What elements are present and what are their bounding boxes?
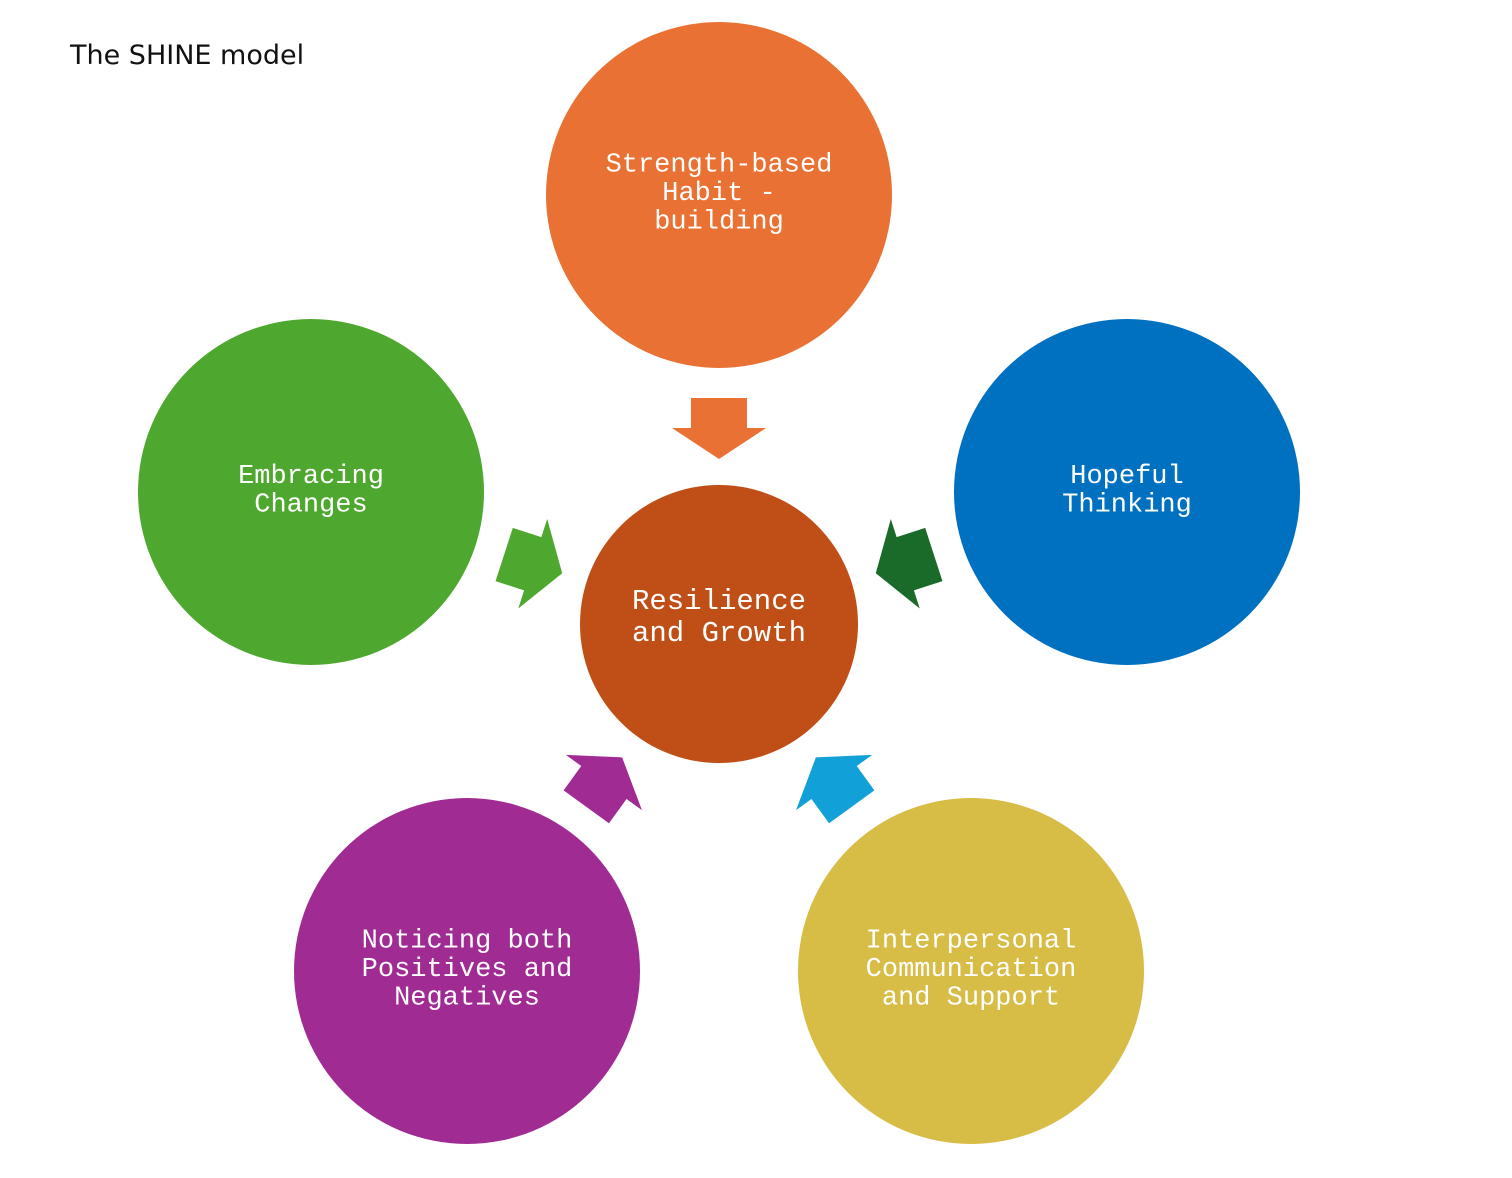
arrow-hopeful: [875, 519, 943, 609]
node-label-embracing-line: Changes: [254, 490, 367, 520]
node-circle-noticing: [294, 798, 640, 1144]
center-circle: [580, 485, 858, 763]
diagram-title: The SHINE model: [70, 40, 305, 71]
node-label-noticing-line: Negatives: [394, 984, 540, 1014]
node-label-interpersonal-line: Communication: [866, 955, 1077, 985]
arrows-layer: [495, 398, 943, 824]
node-label-strength-line: building: [654, 208, 784, 238]
node-label-hopeful-line: Thinking: [1062, 490, 1192, 520]
node-label-strength-line: Strength-based: [606, 151, 833, 181]
node-circle-strength: [546, 22, 892, 368]
node-circle-interpersonal: [798, 798, 1144, 1144]
node-circle-embracing: [138, 319, 484, 665]
center-label-line: and Growth: [632, 617, 806, 650]
node-label-noticing-line: Noticing both: [362, 927, 573, 957]
center-label-line: Resilience: [632, 585, 806, 618]
arrow-noticing: [563, 754, 642, 824]
arrow-embracing: [495, 519, 563, 609]
node-label-interpersonal-line: Interpersonal: [866, 927, 1077, 957]
arrow-strength: [672, 398, 766, 459]
node-label-embracing-line: Embracing: [238, 462, 384, 492]
node-label-hopeful-line: Hopeful: [1070, 462, 1183, 492]
node-label-interpersonal-line: and Support: [882, 984, 1060, 1014]
node-label-noticing-line: Positives and: [362, 955, 573, 985]
node-label-strength-line: Habit -: [662, 179, 775, 209]
node-circle-hopeful: [954, 319, 1300, 665]
arrow-interpersonal: [796, 754, 875, 824]
